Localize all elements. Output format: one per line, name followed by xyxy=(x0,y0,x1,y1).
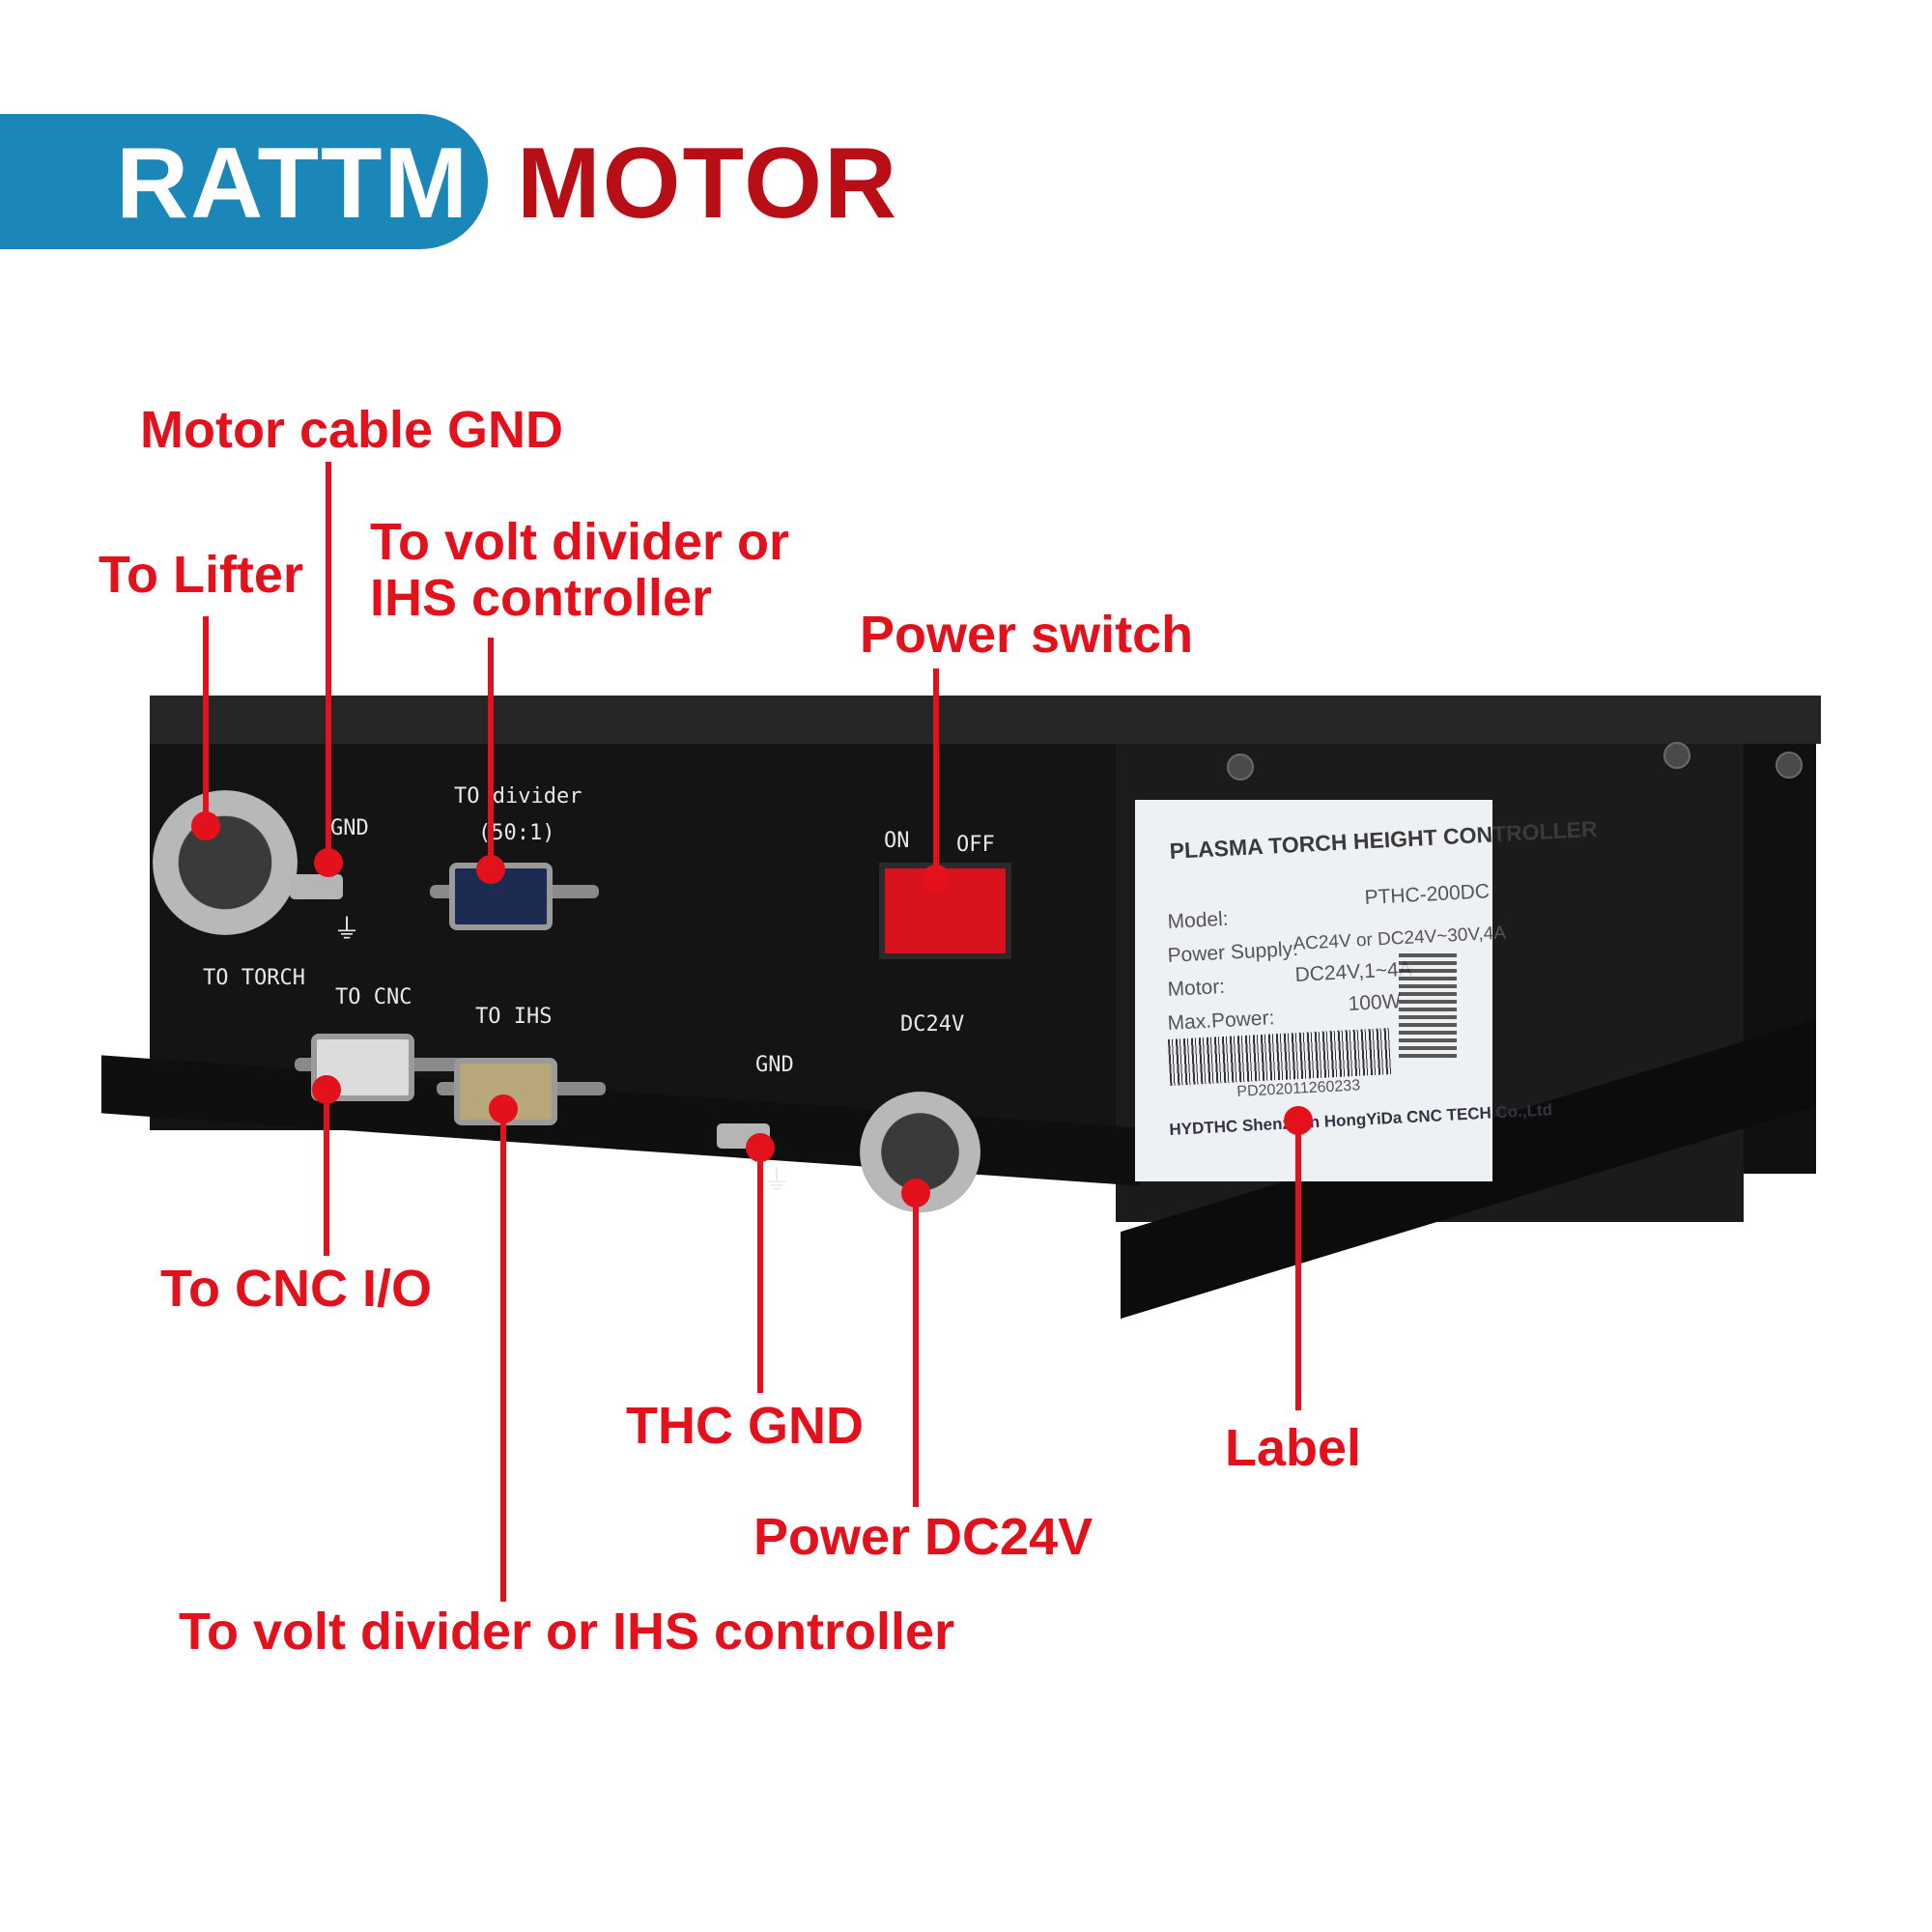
ground-icon: ⏚ xyxy=(763,1164,791,1196)
brand-name-rattm: RATTM xyxy=(116,128,470,240)
panel-text-to-ihs: TO IHS xyxy=(475,1005,553,1029)
leader-thc-gnd xyxy=(757,1148,763,1393)
leader-to-lifter xyxy=(203,616,209,827)
leader-to-volt-divider-top xyxy=(488,638,494,869)
leader-label xyxy=(1295,1121,1301,1410)
dot-power-dc24v xyxy=(901,1179,930,1208)
panel-text-to-torch: TO TORCH xyxy=(203,966,305,990)
panel-text-to-divider-1: TO divider xyxy=(454,784,582,809)
callout-to-volt-divider-bottom: To volt divider or IHS controller xyxy=(179,1603,955,1661)
panel-text-on: ON xyxy=(884,829,910,853)
dot-label xyxy=(1284,1106,1313,1135)
panel-text-dc24v: DC24V xyxy=(900,1012,965,1037)
screw-icon xyxy=(1663,742,1690,769)
brand-pill xyxy=(0,114,488,249)
ground-icon: ⏚ xyxy=(333,913,361,945)
gnd-post-top xyxy=(290,874,343,899)
screw-icon xyxy=(1227,753,1254,781)
panel-text-to-cnc: TO CNC xyxy=(335,985,412,1009)
callout-to-volt-divider-top-line1: To volt divider or xyxy=(370,513,790,571)
device-label-qr-code xyxy=(1399,952,1457,1058)
dot-thc-gnd xyxy=(746,1133,775,1162)
callout-thc-gnd: THC GND xyxy=(626,1397,864,1455)
panel-text-gnd-top: GND xyxy=(330,816,369,840)
callout-to-volt-divider-top-line2: IHS controller xyxy=(370,569,713,627)
callout-label: Label xyxy=(1225,1419,1362,1477)
leader-to-cnc-io xyxy=(324,1090,329,1256)
torch-connector xyxy=(153,790,298,935)
dot-to-volt-divider-top xyxy=(476,855,505,884)
callout-power-switch: Power switch xyxy=(860,606,1194,664)
leader-to-volt-divider-bottom xyxy=(500,1109,506,1602)
panel-text-off: OFF xyxy=(956,833,995,857)
leader-motor-cable-gnd xyxy=(326,462,331,863)
device-label-model-key: Model: xyxy=(1167,907,1230,933)
device-top xyxy=(150,696,1821,744)
device-label-motor-key: Motor: xyxy=(1167,975,1226,1001)
dot-to-volt-divider-bottom xyxy=(489,1094,518,1123)
dot-power-switch xyxy=(922,865,951,894)
dot-to-cnc-io xyxy=(312,1075,341,1104)
leader-power-dc24v xyxy=(913,1193,919,1507)
leader-power-switch xyxy=(933,668,939,879)
dot-to-lifter xyxy=(191,811,220,840)
callout-to-lifter: To Lifter xyxy=(99,546,303,604)
screw-icon xyxy=(1776,752,1803,779)
panel-text-gnd-bottom: GND xyxy=(755,1053,794,1077)
callout-motor-cable-gnd: Motor cable GND xyxy=(140,401,564,459)
device-label-power-value: 100W xyxy=(1348,990,1402,1015)
callout-to-cnc-io: To CNC I/O xyxy=(160,1260,432,1318)
brand-name-motor: MOTOR xyxy=(517,128,899,240)
dot-motor-cable-gnd xyxy=(314,848,343,877)
callout-power-dc24v: Power DC24V xyxy=(753,1508,1094,1566)
